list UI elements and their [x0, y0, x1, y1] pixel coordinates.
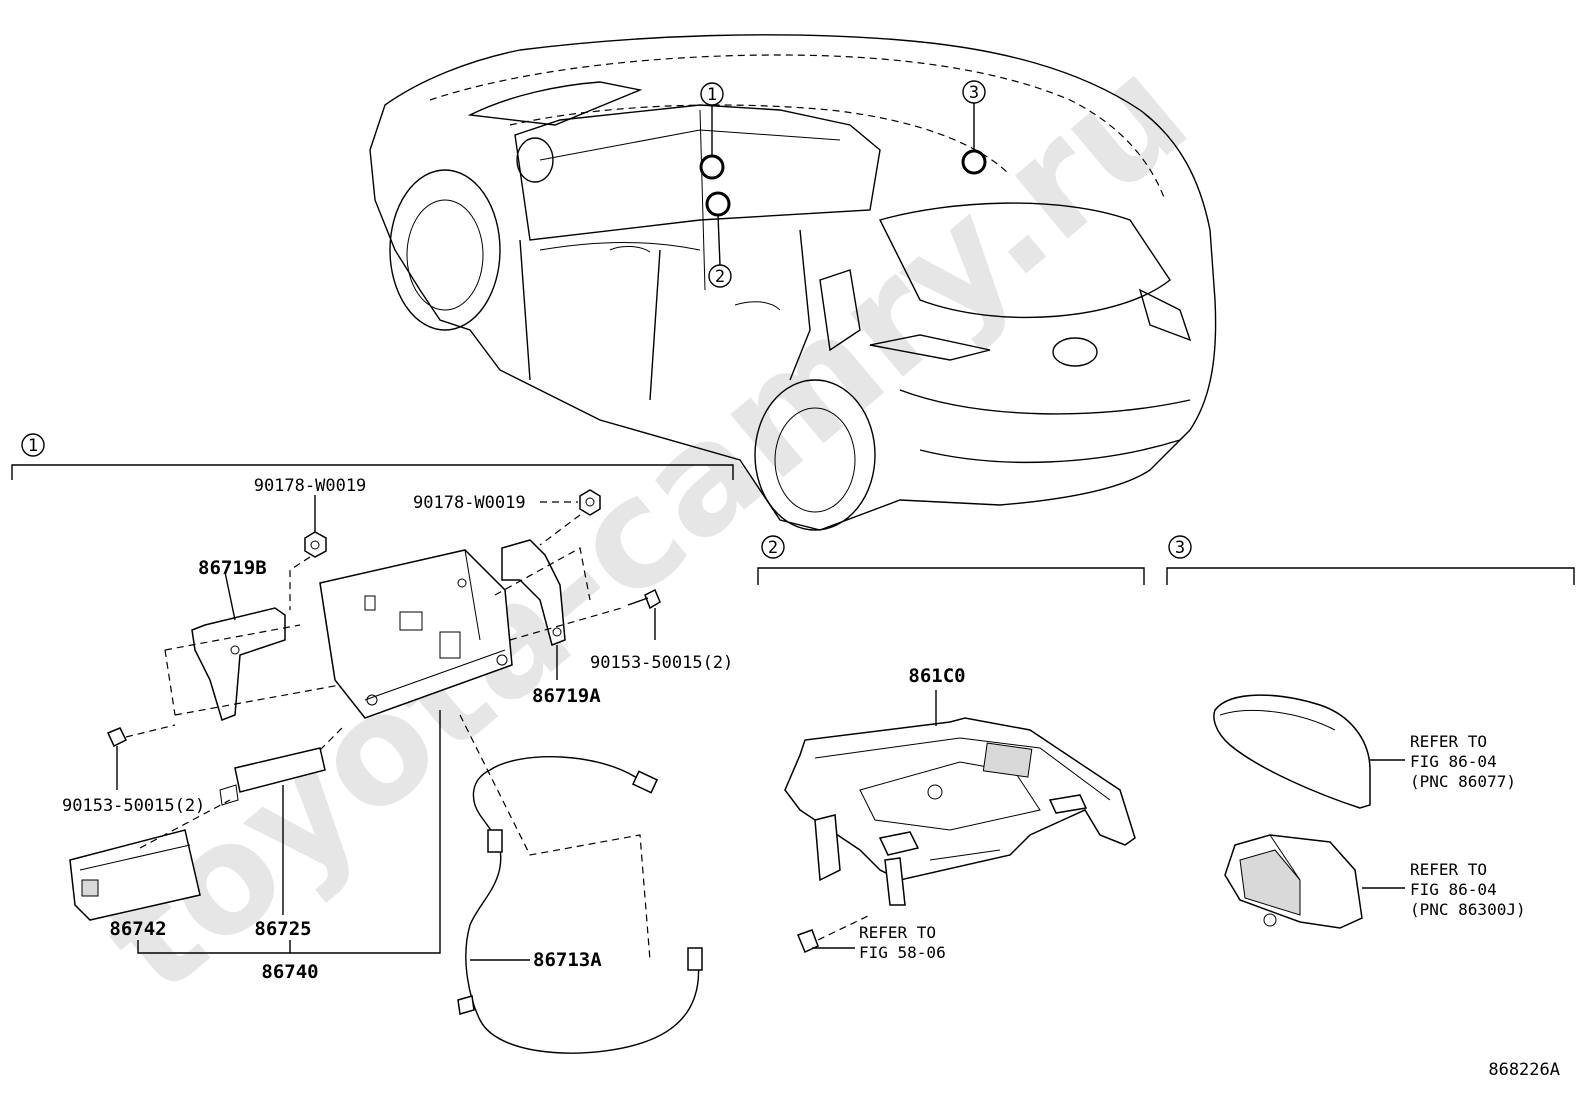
screw-fig-58-06 — [797, 914, 871, 954]
label-nut-right: 90178-W0019 — [413, 493, 526, 513]
label-bolt-left: 90153-50015(2) — [62, 796, 205, 816]
antenna-base — [1224, 834, 1405, 929]
receiver-86742 — [69, 799, 231, 921]
section-1-marker: 1 — [28, 436, 38, 456]
bracket-86719a — [501, 539, 566, 680]
label-bolt-right: 90153-50015(2) — [590, 653, 733, 673]
diagram-id: 868226A — [1488, 1060, 1560, 1080]
section-3-marker: 3 — [1175, 538, 1185, 558]
label-console: 861C0 — [908, 665, 965, 687]
ref-58-06-line1: REFER TO — [859, 923, 936, 942]
marker-3-car: 3 — [969, 83, 979, 103]
ref-86300j-line1: REFER TO — [1410, 860, 1487, 879]
ref-86077-line2: FIG 86-04 — [1410, 752, 1497, 771]
section-2-marker: 2 — [768, 538, 778, 558]
watermark-text: toyota-camry.ru — [71, 25, 1219, 1028]
label-antenna: 86725 — [254, 918, 311, 940]
bolt-left — [106, 724, 176, 790]
label-cable: 86713A — [533, 949, 602, 971]
ref-86077-line3: (PNC 86077) — [1410, 772, 1516, 791]
ref-86077-line1: REFER TO — [1410, 732, 1487, 751]
nut-right — [539, 489, 601, 546]
telematics-module — [319, 549, 513, 719]
label-bracket-a: 86719A — [532, 685, 601, 707]
car-illustration — [369, 34, 1217, 531]
bolt-right — [627, 588, 661, 640]
section-3: 3 REFER TO FIG 86-04 (PNC 86077) REFER T… — [1166, 535, 1575, 929]
ref-86300j-line3: (PNC 86300J) — [1410, 900, 1526, 919]
car-location-markers: 1 2 3 — [699, 80, 987, 288]
location-dot-3 — [961, 149, 987, 175]
location-dot-1 — [699, 154, 725, 180]
location-dot-2 — [705, 191, 731, 217]
marker-1-top: 1 — [707, 85, 717, 105]
shark-fin-cover — [1213, 694, 1405, 809]
section-2: 2 861C0 REFER TO FIG 58-06 — [757, 535, 1145, 962]
bracket-86719b — [191, 571, 286, 721]
ref-58-06-line2: FIG 58-06 — [859, 943, 946, 962]
cable-86713a — [457, 714, 703, 1054]
label-bracket-b: 86719B — [198, 557, 267, 579]
label-receiver: 86742 — [109, 918, 166, 940]
label-assembly: 86740 — [261, 961, 318, 983]
label-nut-top: 90178-W0019 — [254, 476, 367, 496]
marker-2-car: 2 — [715, 267, 725, 287]
ref-86300j-line2: FIG 86-04 — [1410, 880, 1497, 899]
antenna-86725 — [219, 724, 346, 915]
section-1: 1 90178-W0019 — [11, 433, 734, 1054]
nut-top — [289, 495, 327, 610]
overhead-console-861c0 — [784, 690, 1136, 906]
